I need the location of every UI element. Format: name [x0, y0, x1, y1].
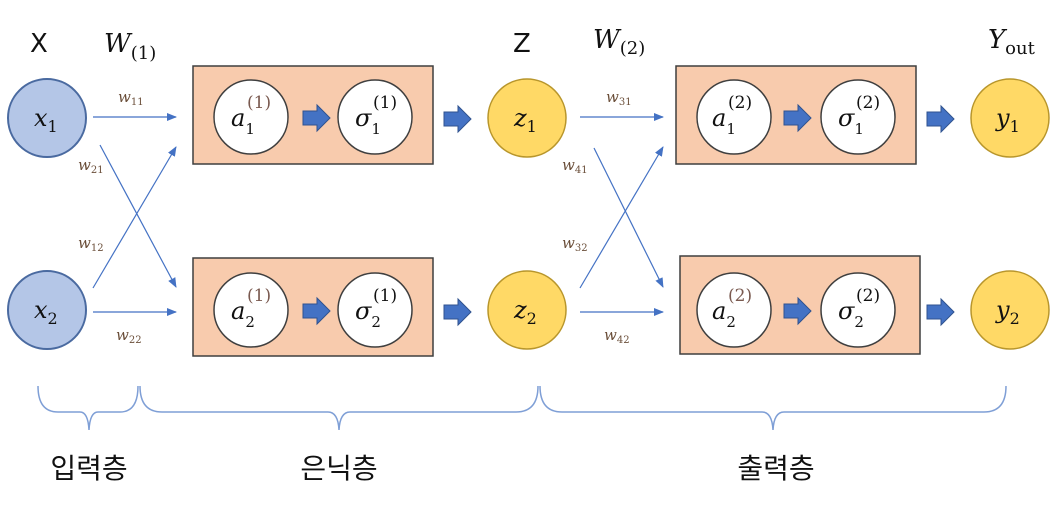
- block-arrow: [302, 103, 331, 133]
- svg-text:(1): (1): [247, 286, 271, 306]
- sigmoid-s2-2: σ2 (2): [820, 272, 896, 348]
- label-input-layer: 입력층: [50, 452, 127, 485]
- block-arrow: [783, 103, 812, 133]
- svg-text:a2: a2: [712, 297, 736, 331]
- block-arrow: [443, 104, 472, 134]
- edge-w41: [593, 147, 664, 288]
- svg-text:σ1: σ1: [838, 104, 864, 138]
- block-arrow: [443, 297, 472, 327]
- svg-text:σ2: σ2: [838, 297, 864, 331]
- svg-text:(2): (2): [728, 93, 752, 113]
- activation-a2-2: a2 (2): [696, 272, 772, 348]
- weight-w11: w11: [118, 88, 144, 108]
- output-node-y2: y2: [970, 270, 1050, 350]
- header-w2: W(2): [593, 25, 645, 59]
- svg-text:(2): (2): [856, 93, 880, 113]
- svg-text:σ2: σ2: [355, 297, 381, 331]
- weight-w42: w42: [604, 326, 630, 346]
- header-y-out: Yout: [988, 25, 1036, 59]
- svg-text:(2): (2): [856, 286, 880, 306]
- svg-text:a1: a1: [231, 104, 255, 138]
- svg-text:x2: x2: [34, 296, 58, 328]
- edge-w32: [579, 146, 664, 289]
- brace-output-layer: [539, 385, 1007, 431]
- weight-w12: w12: [78, 234, 104, 254]
- header-w1: W(1): [104, 29, 156, 64]
- output-unit-box-1: a1 (2) σ1 (2): [675, 65, 917, 165]
- header-z: Z: [513, 29, 531, 59]
- block-arrow: [302, 296, 331, 326]
- activation-a1-2: a1 (2): [696, 79, 772, 155]
- sigmoid-s1-1: σ1 (1): [337, 79, 413, 155]
- hidden-unit-box-1: a1 (1) σ1 (1): [192, 65, 434, 165]
- edge-w21: [99, 144, 177, 288]
- activation-a2-1: a2 (1): [213, 272, 289, 348]
- weight-w31: w31: [606, 88, 632, 108]
- sigmoid-s1-2: σ1 (2): [820, 79, 896, 155]
- header-x: X: [30, 29, 48, 59]
- hidden-unit-box-2: a2 (1) σ2 (1): [192, 257, 434, 357]
- input-node-x2: x2: [7, 270, 87, 350]
- svg-text:z1: z1: [513, 104, 537, 136]
- edge-w12: [92, 146, 177, 289]
- svg-text:a1: a1: [712, 104, 736, 138]
- svg-text:σ1: σ1: [355, 104, 381, 138]
- svg-text:a2: a2: [231, 297, 255, 331]
- weight-w21: w21: [78, 156, 104, 176]
- brace-hidden-layer: [139, 385, 539, 431]
- output-unit-box-2: a2 (2) σ2 (2): [679, 255, 921, 355]
- block-arrow: [783, 296, 812, 326]
- svg-text:y1: y1: [995, 104, 1020, 136]
- brace-input-layer: [37, 385, 139, 431]
- label-hidden-layer: 은닉층: [300, 452, 377, 485]
- sigmoid-s2-1: σ2 (1): [337, 272, 413, 348]
- svg-text:x1: x1: [34, 104, 58, 136]
- block-arrow: [926, 104, 955, 134]
- svg-text:(1): (1): [373, 286, 397, 306]
- activation-a1-1: a1 (1): [213, 79, 289, 155]
- svg-text:(1): (1): [247, 93, 271, 113]
- block-arrow: [926, 297, 955, 327]
- hidden-output-node-z1: z1: [487, 78, 567, 158]
- weight-w41: w41: [562, 156, 588, 176]
- weight-w32: w32: [562, 234, 588, 254]
- svg-text:y2: y2: [995, 296, 1020, 328]
- input-node-x1: x1: [7, 78, 87, 158]
- svg-text:z2: z2: [513, 296, 537, 328]
- label-output-layer: 출력층: [737, 452, 814, 485]
- hidden-output-node-z2: z2: [487, 270, 567, 350]
- output-node-y1: y1: [970, 78, 1050, 158]
- weight-w22: w22: [116, 326, 142, 346]
- svg-text:(1): (1): [373, 93, 397, 113]
- svg-text:(2): (2): [728, 286, 752, 306]
